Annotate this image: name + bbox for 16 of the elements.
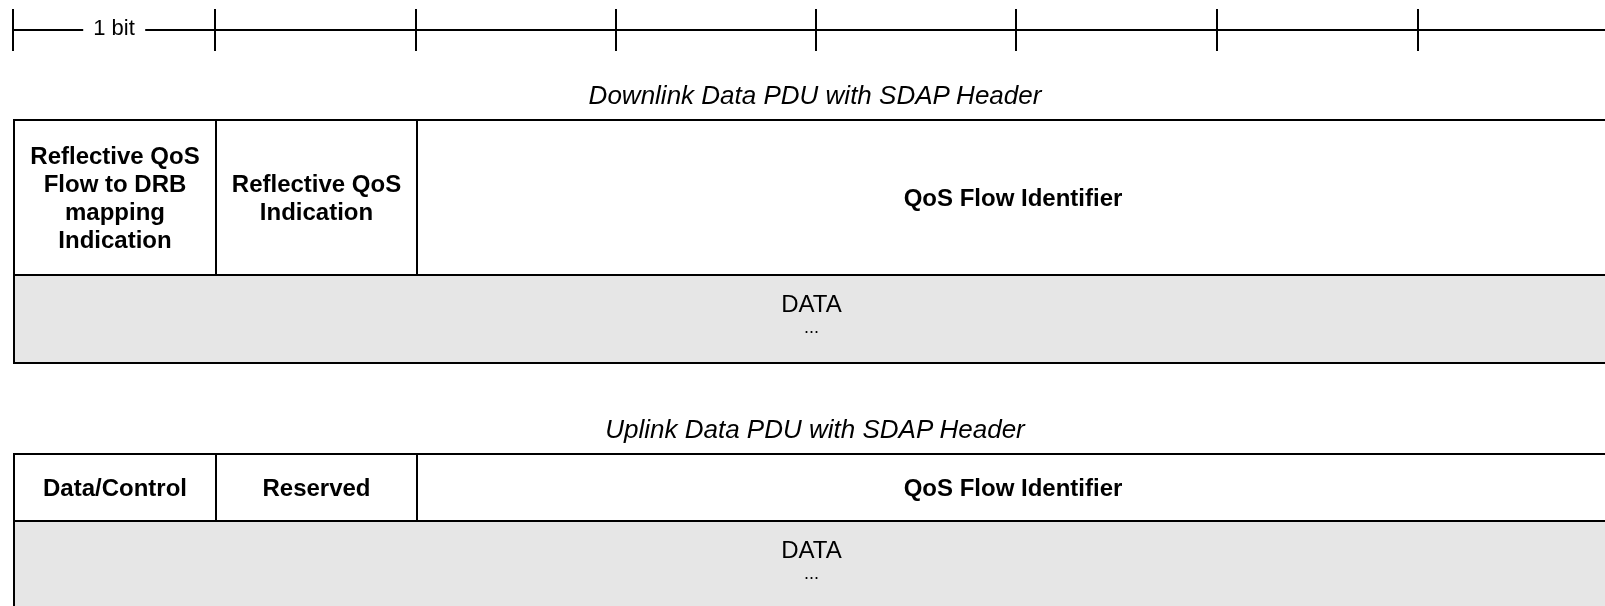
field-name: Reserved [261, 473, 372, 502]
field-name: Reflective QoS Flow to DRB mapping Indication [29, 141, 201, 254]
ellipsis-text: ... [804, 318, 819, 336]
header-field [13, 119, 217, 276]
field-name: Reflective QoS Indication [230, 169, 403, 226]
ellipsis-text: ... [804, 564, 819, 582]
payload-field [13, 520, 1605, 606]
field-name: Data/Control [42, 473, 188, 502]
payload-field [13, 274, 1605, 364]
table-title: Downlink Data PDU with SDAP Header [588, 80, 1042, 111]
table-title: Uplink Data PDU with SDAP Header [605, 414, 1025, 445]
header-field [13, 453, 217, 522]
field-name: QoS Flow Identifier [902, 473, 1124, 502]
payload-label: DATA [781, 536, 842, 564]
payload-label: DATA [781, 290, 842, 318]
field-name: QoS Flow Identifier [902, 183, 1124, 212]
